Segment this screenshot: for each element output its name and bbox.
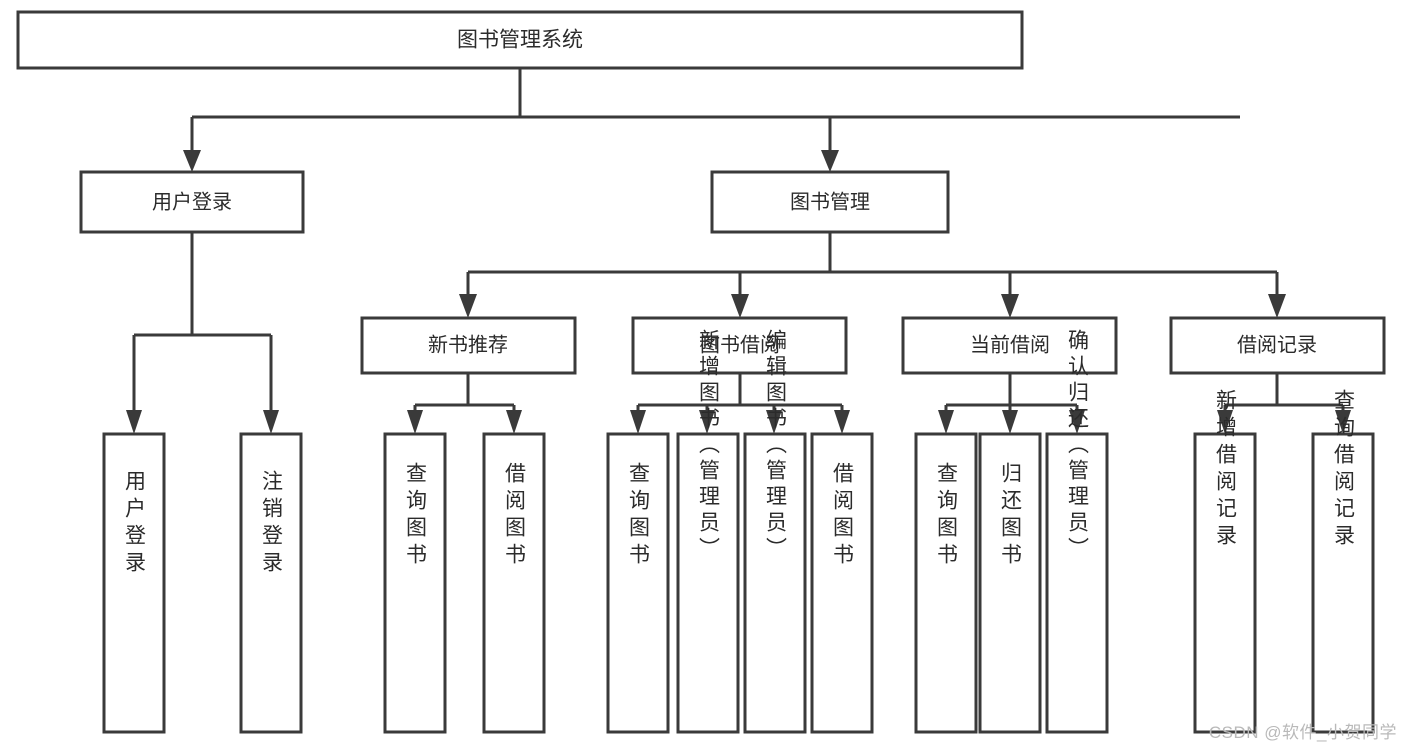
node-leaf-borrow-book-1-box[interactable]: [482, 432, 546, 734]
node-leaf-add-record[interactable]: 新增借阅记录: [1193, 389, 1257, 734]
arrow-head-new-book-recommend: [459, 294, 477, 318]
node-leaf-confirm-return-label: 确认归还（管理员）: [1066, 329, 1090, 563]
node-new-book-recommend-label: 新书推荐: [428, 333, 508, 356]
node-leaf-add-book-box[interactable]: [676, 432, 740, 734]
node-book-manage-box[interactable]: [710, 170, 950, 234]
arrow-head-leaf-add-record: [1217, 410, 1233, 434]
node-leaf-query-book-1[interactable]: 查询图书: [383, 432, 447, 734]
node-root-box[interactable]: [16, 10, 1024, 70]
node-leaf-query-book-2[interactable]: 查询图书: [606, 432, 670, 734]
node-leaf-return-book-box[interactable]: [978, 432, 1042, 734]
node-root[interactable]: 图书管理系统: [16, 10, 1024, 70]
node-leaf-add-book-label: 新增图书（管理员）: [697, 329, 721, 563]
arrow-head-leaf-add-book: [699, 410, 715, 434]
arrow-head-book-manage: [821, 150, 839, 172]
node-leaf-query-book-3[interactable]: 查询图书: [914, 432, 978, 734]
node-leaf-edit-book-label: 编辑图书（管理员）: [764, 329, 788, 563]
arrow-head-leaf-query-book-1: [407, 410, 423, 434]
node-leaf-query-book-1-label: 查询图书: [404, 462, 428, 570]
connector-group-current-borrow: [938, 373, 1085, 434]
node-current-borrow-box[interactable]: [901, 316, 1118, 375]
arrow-head-book-borrow: [731, 294, 749, 318]
node-book-borrow[interactable]: 图书借阅: [631, 316, 848, 375]
arrow-head-leaf-query-book-2: [630, 410, 646, 434]
connector-group-new-book-recommend: [407, 373, 522, 434]
connector-group-book-borrow: [630, 373, 850, 434]
arrow-head-leaf-confirm-return: [1069, 410, 1085, 434]
node-borrow-record-label: 借阅记录: [1237, 333, 1317, 356]
node-book-manage[interactable]: 图书管理: [710, 170, 950, 234]
node-borrow-record[interactable]: 借阅记录: [1169, 316, 1386, 375]
node-leaf-edit-book[interactable]: 编辑图书（管理员）: [743, 329, 807, 734]
node-leaf-query-record-label: 查询借阅记录: [1332, 389, 1356, 551]
connector-group-borrow-record: [1217, 373, 1351, 434]
node-new-book-recommend-box[interactable]: [360, 316, 577, 375]
arrow-head-leaf-borrow-book-2: [834, 410, 850, 434]
node-leaf-return-book[interactable]: 归还图书: [978, 432, 1042, 734]
node-root-label: 图书管理系统: [457, 29, 583, 52]
node-leaf-query-book-2-label: 查询图书: [627, 462, 651, 570]
arrow-head-leaf-query-book-3: [938, 410, 954, 434]
node-leaf-query-book-3-label: 查询图书: [935, 462, 959, 570]
node-book-borrow-box[interactable]: [631, 316, 848, 375]
node-leaf-confirm-return[interactable]: 确认归还（管理员）: [1045, 329, 1109, 734]
node-leaf-user-logout-box[interactable]: [239, 432, 303, 734]
node-leaf-user-logout-label: 注销登录: [260, 470, 284, 578]
node-leaf-query-book-3-box[interactable]: [914, 432, 978, 734]
node-new-book-recommend[interactable]: 新书推荐: [360, 316, 577, 375]
node-leaf-user-login[interactable]: 用户登录: [102, 432, 166, 734]
arrow-head-leaf-borrow-book-1: [506, 410, 522, 434]
node-leaf-query-book-2-box[interactable]: [606, 432, 670, 734]
node-leaf-return-book-label: 归还图书: [999, 462, 1023, 570]
node-book-manage-label: 图书管理: [790, 190, 870, 213]
connector-group-root: [183, 68, 1240, 172]
node-book-borrow-label: 图书借阅: [700, 333, 780, 356]
node-leaf-add-record-box[interactable]: [1193, 432, 1257, 734]
arrow-head-user-login: [183, 150, 201, 172]
node-leaf-borrow-book-2-box[interactable]: [810, 432, 874, 734]
node-user-login-box[interactable]: [79, 170, 305, 234]
node-leaf-edit-book-box[interactable]: [743, 432, 807, 734]
arrow-head-leaf-query-record: [1335, 410, 1351, 434]
node-current-borrow[interactable]: 当前借阅: [901, 316, 1118, 375]
node-leaf-user-login-label: 用户登录: [123, 470, 147, 578]
node-leaf-user-login-box[interactable]: [102, 432, 166, 734]
arrow-head-leaf-return-book: [1002, 410, 1018, 434]
node-user-login-label: 用户登录: [152, 190, 232, 213]
watermark: CSDN @软件_小贺同学: [1208, 723, 1397, 742]
node-leaf-borrow-book-2-label: 借阅图书: [831, 462, 855, 570]
node-leaf-query-book-1-box[interactable]: [383, 432, 447, 734]
node-leaf-add-book[interactable]: 新增图书（管理员）: [676, 329, 740, 734]
node-leaf-query-record[interactable]: 查询借阅记录: [1311, 389, 1375, 734]
node-leaf-add-record-label: 新增借阅记录: [1214, 389, 1238, 551]
connector-group-user-login: [126, 232, 279, 434]
node-leaf-borrow-book-1[interactable]: 借阅图书: [482, 432, 546, 734]
node-current-borrow-label: 当前借阅: [970, 333, 1050, 356]
arrow-head-leaf-edit-book: [766, 410, 782, 434]
node-leaf-confirm-return-box[interactable]: [1045, 432, 1109, 734]
arrow-head-current-borrow: [1001, 294, 1019, 318]
arrow-head-leaf-user-logout: [263, 410, 279, 434]
arrow-head-leaf-user-login: [126, 410, 142, 434]
node-leaf-user-logout[interactable]: 注销登录: [239, 432, 303, 734]
node-user-login[interactable]: 用户登录: [79, 170, 305, 234]
node-leaf-borrow-book-1-label: 借阅图书: [503, 462, 527, 570]
connector-group-book-manage: [459, 232, 1286, 318]
node-borrow-record-box[interactable]: [1169, 316, 1386, 375]
arrow-head-borrow-record: [1268, 294, 1286, 318]
node-leaf-borrow-book-2[interactable]: 借阅图书: [810, 432, 874, 734]
node-leaf-query-record-box[interactable]: [1311, 432, 1375, 734]
